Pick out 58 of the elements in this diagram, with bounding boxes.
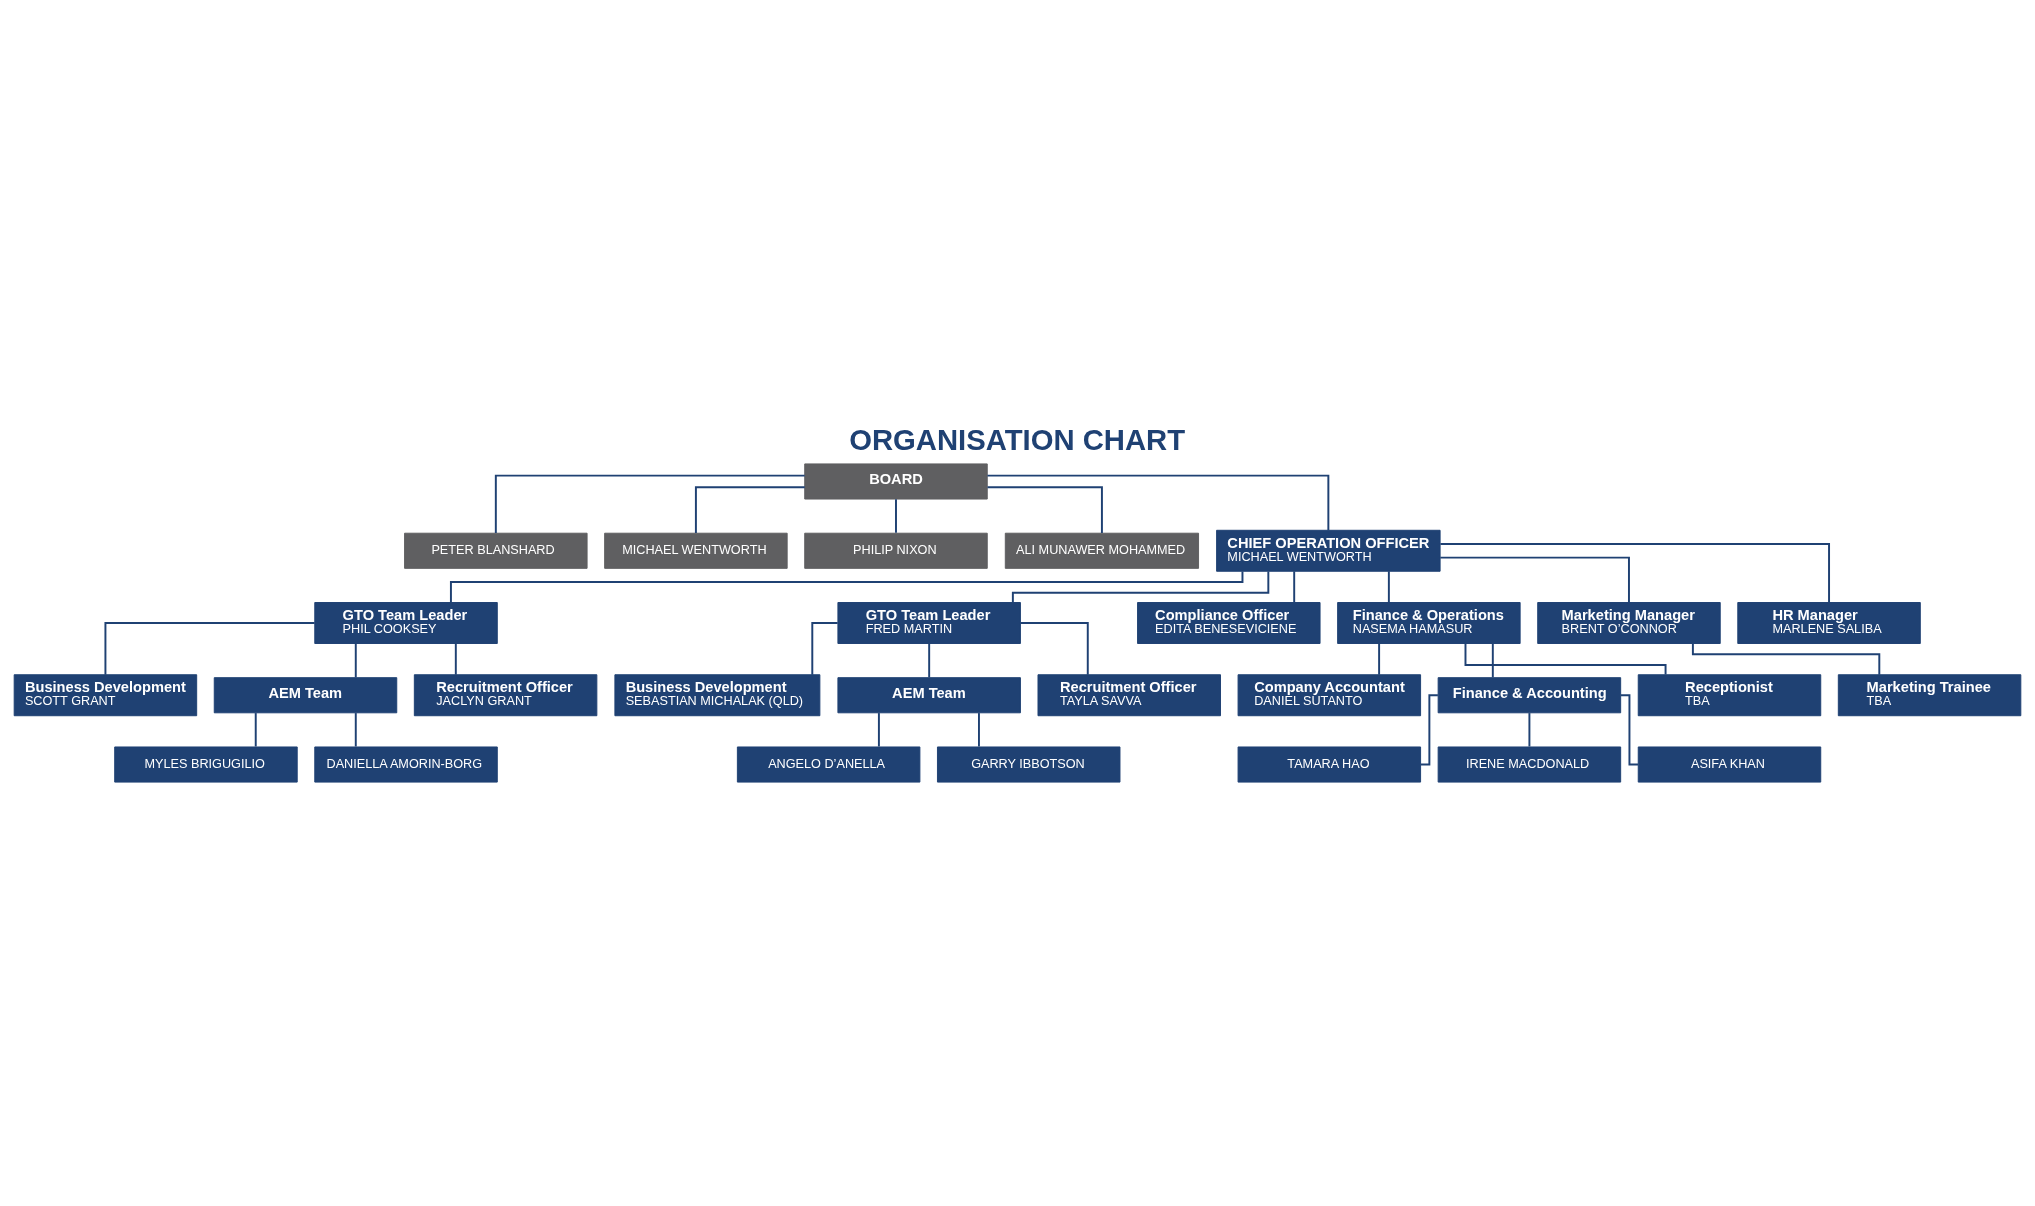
connector <box>977 712 980 748</box>
connector <box>694 486 806 535</box>
connector <box>1419 694 1439 766</box>
node-box: PETER BLANSHARD <box>404 532 588 569</box>
connector <box>986 474 1330 532</box>
connector <box>1019 622 1089 676</box>
diagram-title: ORGANISATION CHART <box>849 423 1186 457</box>
node-box: Recruitment Officer TAYLA SAVVA <box>1037 674 1221 717</box>
connector <box>1691 642 1881 676</box>
connector <box>895 498 897 534</box>
connector <box>877 712 880 748</box>
node-box: AEM Team <box>837 677 1021 714</box>
node-box: Receptionist TBA <box>1637 674 1822 717</box>
node-box: HR Manager MARLENE SALIBA <box>1737 602 1921 644</box>
connector <box>1011 570 1270 604</box>
node-box: BOARD <box>804 463 988 500</box>
connector <box>494 474 806 534</box>
node-box: Company Accountant DANIEL SUTANTO <box>1237 674 1422 717</box>
node-box: ALI MUNAWER MOHAMMED <box>1004 532 1200 569</box>
node-box: MICHAEL WENTWORTH <box>604 532 788 569</box>
node-box: Business Development SCOTT GRANT <box>13 674 198 717</box>
connector <box>811 622 839 676</box>
connector <box>1464 642 1667 676</box>
connector <box>454 642 457 676</box>
node-box: Compliance Officer EDITA BENESEVICIENE <box>1137 602 1321 644</box>
node-box: Marketing Trainee TBA <box>1837 674 2022 717</box>
node-box: PHILIP NIXON <box>804 532 988 569</box>
connector <box>449 570 1244 604</box>
connector <box>1293 570 1296 604</box>
node-box: GTO Team Leader PHIL COOKSEY <box>314 602 498 644</box>
connector <box>354 642 357 679</box>
node-box: TAMARA HAO <box>1237 746 1422 783</box>
node-box: Business Development SEBASTIAN MICHALAK (QLD) <box>614 674 821 717</box>
node-box: Marketing Manager BRENT O’CONNOR <box>1537 602 1721 644</box>
connector <box>1378 642 1381 676</box>
connector <box>928 642 931 679</box>
node-box: CHIEF OPERATION OFFICER MICHAEL WENTWORTH <box>1216 529 1441 572</box>
node-box: GTO Team Leader FRED MARTIN <box>837 602 1021 644</box>
node-box: Recruitment Officer JACLYN GRANT <box>413 674 598 717</box>
node-box: ANGELO D’ANELLA <box>736 746 921 783</box>
connector <box>254 712 257 748</box>
connector <box>1387 570 1390 604</box>
node-box: MYLES BRIGUGILIO <box>114 746 298 783</box>
connector <box>1619 694 1639 766</box>
connector <box>354 712 357 748</box>
node-box: ASIFA KHAN <box>1637 746 1822 783</box>
node-box: DANIELLA AMORIN-BORG <box>314 746 498 783</box>
node-box: AEM Team <box>213 677 398 714</box>
connector <box>1439 542 1830 604</box>
connector <box>1491 642 1494 679</box>
node-box: Finance & Accounting <box>1437 677 1622 714</box>
connector <box>1439 556 1630 604</box>
node-box: Finance & Operations NASEMA HAMASUR <box>1337 602 1521 644</box>
connector <box>104 622 316 676</box>
node-box: GARRY IBBOTSON <box>937 746 1121 783</box>
node-box: IRENE MACDONALD <box>1437 746 1622 783</box>
connector <box>986 486 1103 535</box>
connector <box>1528 712 1531 748</box>
